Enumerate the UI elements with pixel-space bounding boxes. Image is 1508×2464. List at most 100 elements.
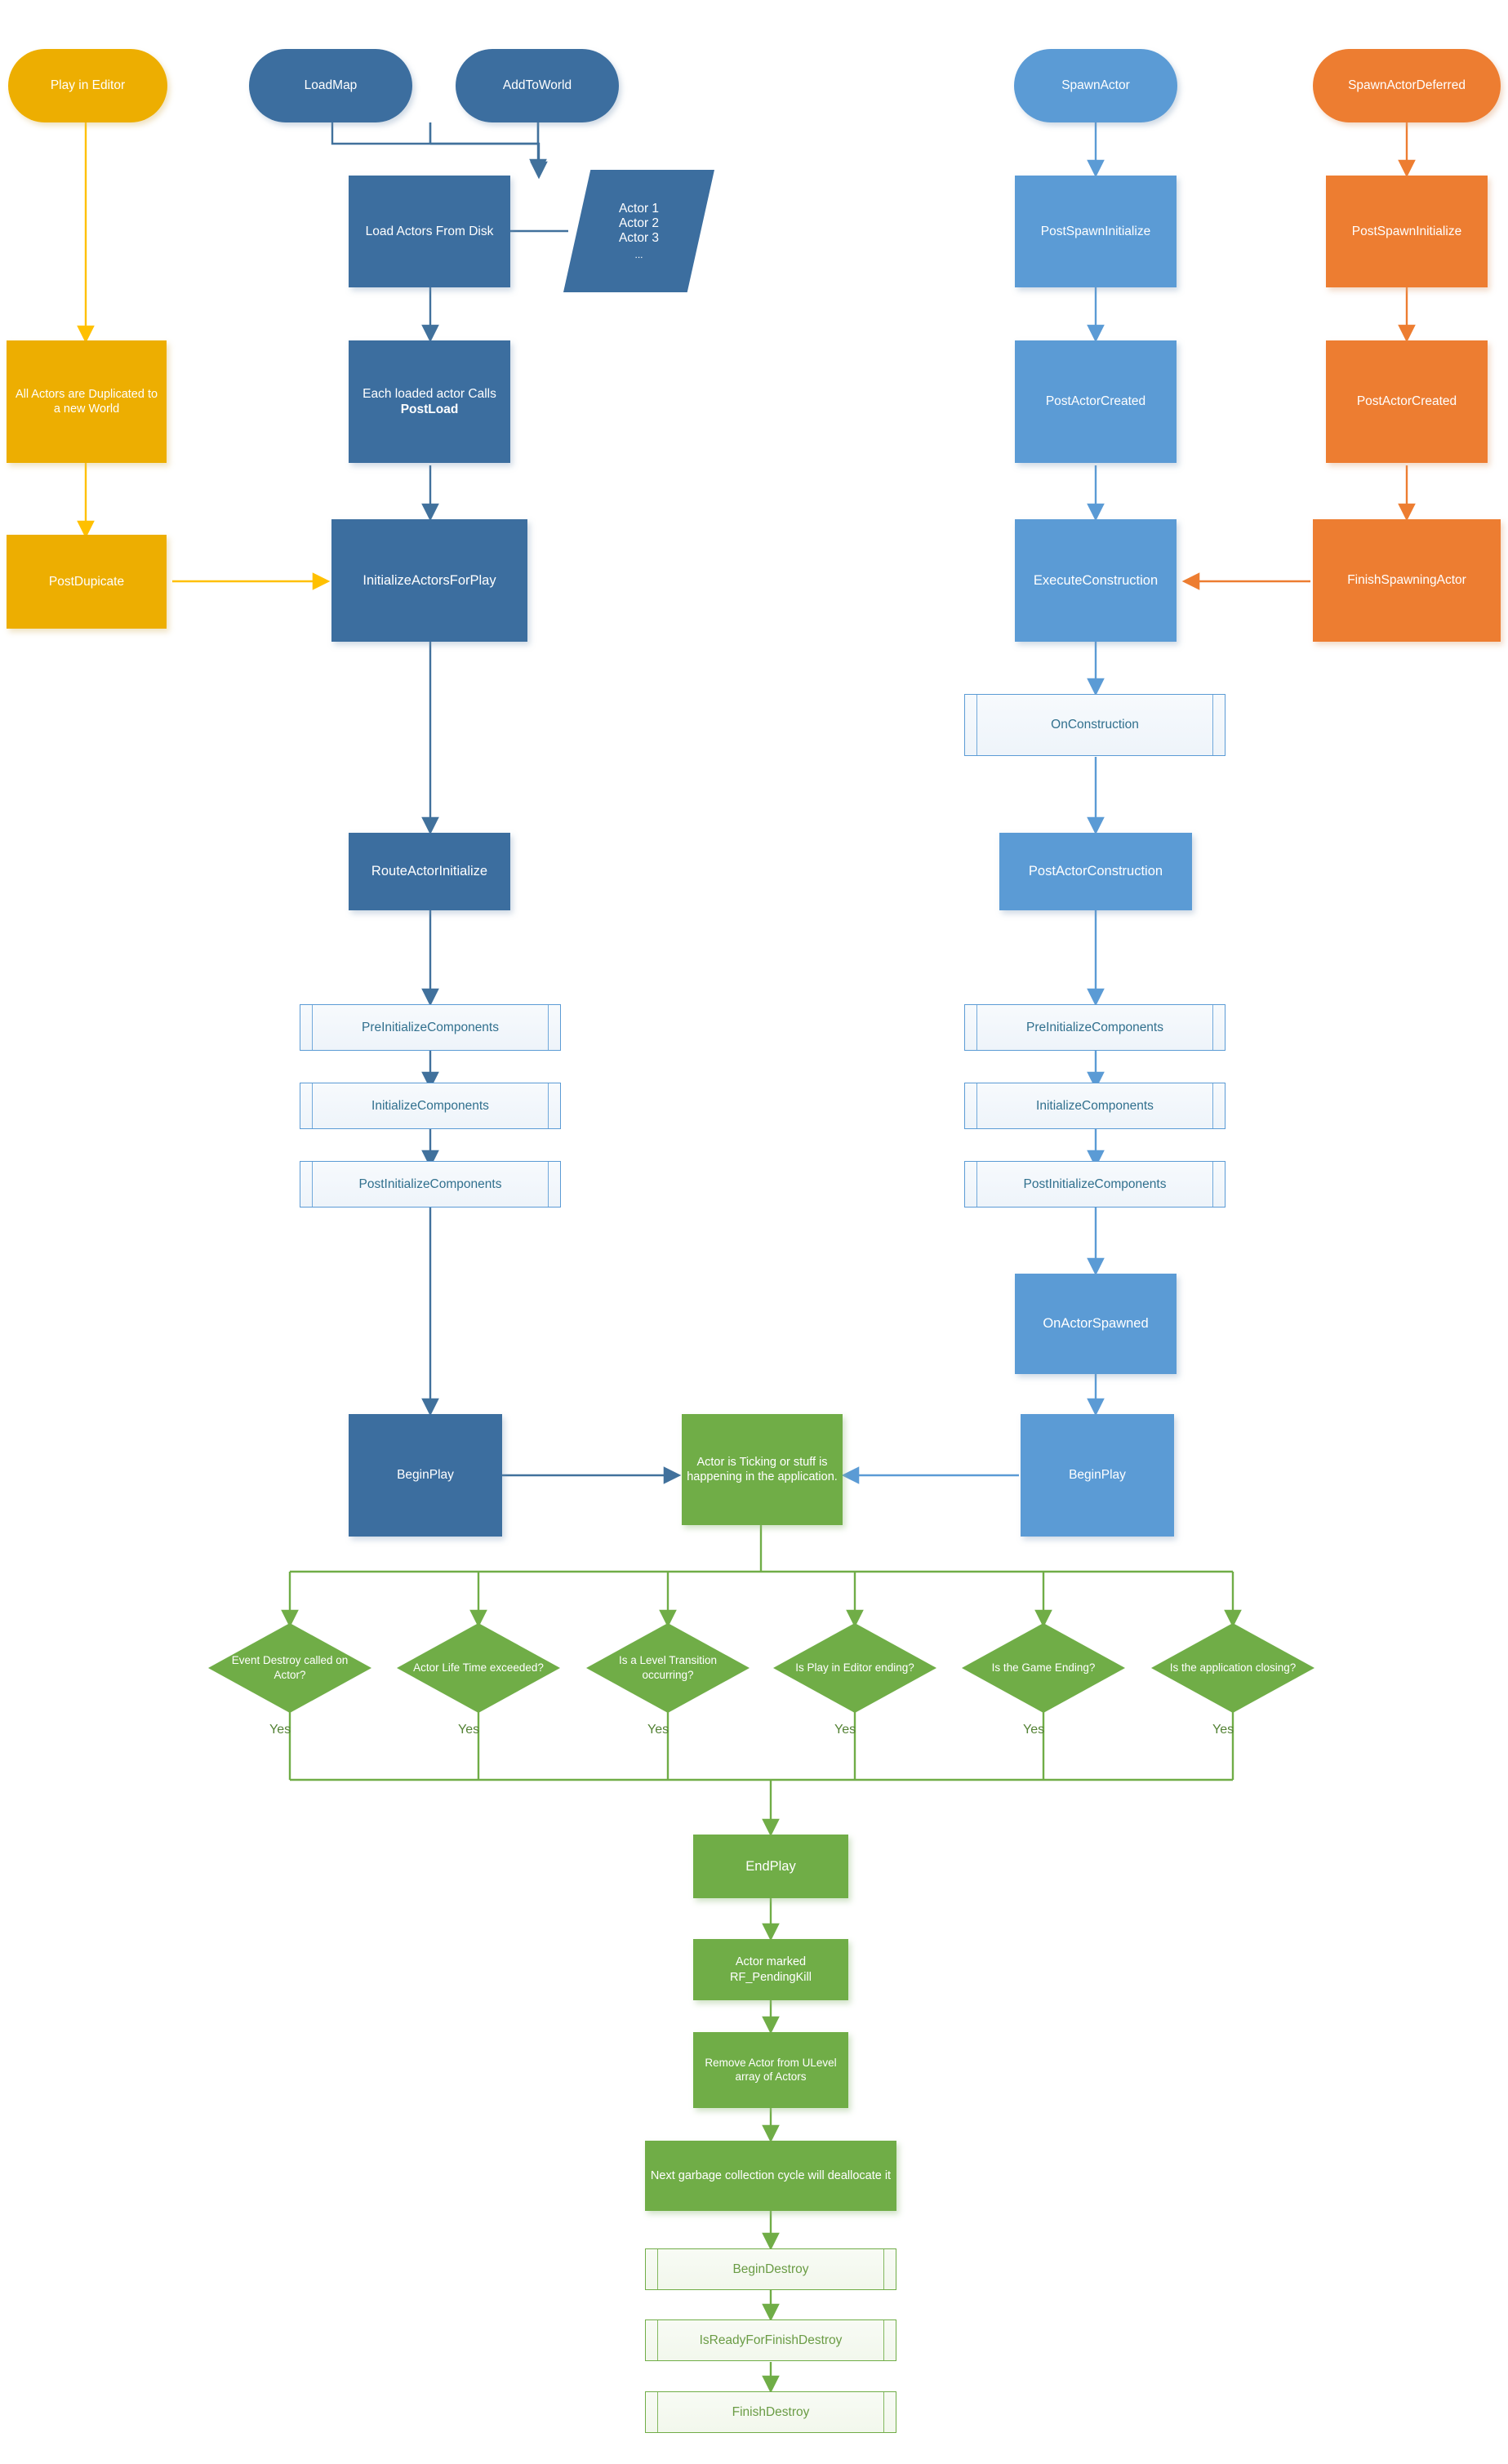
- process-end-play[interactable]: EndPlay: [693, 1835, 848, 1898]
- actor-list-item-ellipsis: ...: [634, 249, 643, 260]
- process-begin-play-right-label: BeginPlay: [1069, 1468, 1126, 1483]
- decision-level-transition-label: Is a Level Transition occurring?: [618, 1654, 718, 1681]
- process-post-actor-created-deferred[interactable]: PostActorCreated: [1326, 340, 1488, 463]
- subroutine-initialize-components-right[interactable]: InitializeComponents: [964, 1083, 1226, 1129]
- process-post-duplicate[interactable]: PostDupicate: [7, 535, 167, 629]
- process-begin-play-left[interactable]: BeginPlay: [349, 1414, 502, 1537]
- subroutine-on-construction-label: OnConstruction: [1051, 718, 1139, 732]
- terminator-spawn-actor-deferred[interactable]: SpawnActorDeferred: [1313, 49, 1501, 122]
- subroutine-initialize-components-right-label: InitializeComponents: [1036, 1098, 1154, 1113]
- subroutine-finish-destroy-label: FinishDestroy: [732, 2404, 810, 2419]
- decision-actor-life-time-label: Actor Life Time exceeded?: [413, 1661, 544, 1675]
- subroutine-post-initialize-components-right[interactable]: PostInitializeComponents: [964, 1161, 1226, 1208]
- process-post-spawn-initialize-spawnactor-label: PostSpawnInitialize: [1040, 224, 1151, 238]
- decision-play-in-editor-ending[interactable]: Is Play in Editor ending?: [773, 1623, 936, 1713]
- process-initialize-actors-for-play-label: InitializeActorsForPlay: [363, 572, 496, 588]
- decision-event-destroy-label: Event Destroy called on Actor?: [231, 1654, 349, 1681]
- subroutine-initialize-components-left-label: InitializeComponents: [371, 1098, 489, 1113]
- process-remove-actor-from-ulevel-label: Remove Actor from ULevel array of Actors: [705, 2056, 837, 2083]
- subroutine-pre-initialize-components-right[interactable]: PreInitializeComponents: [964, 1004, 1226, 1051]
- terminator-spawn-actor[interactable]: SpawnActor: [1014, 49, 1177, 122]
- process-next-garbage-collection[interactable]: Next garbage collection cycle will deall…: [645, 2141, 896, 2211]
- process-each-loaded-actor-postload[interactable]: Each loaded actor Calls PostLoad: [349, 340, 510, 463]
- process-begin-play-right[interactable]: BeginPlay: [1021, 1414, 1174, 1537]
- process-end-play-label: EndPlay: [745, 1858, 796, 1874]
- subroutine-is-ready-for-finish-destroy[interactable]: IsReadyForFinishDestroy: [645, 2319, 896, 2361]
- terminator-load-map-label: LoadMap: [304, 78, 358, 93]
- subroutine-begin-destroy-label: BeginDestroy: [732, 2262, 809, 2276]
- process-actor-ticking-label: Actor is Ticking or stuff is happening i…: [687, 1455, 838, 1483]
- process-on-actor-spawned-label: OnActorSpawned: [1043, 1316, 1149, 1332]
- subroutine-pre-initialize-components-right-label: PreInitializeComponents: [1025, 1020, 1163, 1034]
- subroutine-is-ready-for-finish-destroy-label: IsReadyForFinishDestroy: [699, 2333, 843, 2347]
- edge-label-yes-5: Yes: [1023, 1723, 1045, 1737]
- process-initialize-actors-for-play[interactable]: InitializeActorsForPlay: [331, 519, 527, 642]
- process-remove-actor-from-ulevel[interactable]: Remove Actor from ULevel array of Actors: [693, 2032, 848, 2108]
- process-all-actors-duplicated-label: All Actors are Duplicated to a new World: [15, 387, 158, 416]
- process-each-loaded-actor-postload-label: Each loaded actor Calls PostLoad: [349, 386, 510, 418]
- decision-game-ending-label: Is the Game Ending?: [991, 1661, 1096, 1675]
- decision-actor-life-time[interactable]: Actor Life Time exceeded?: [397, 1623, 560, 1713]
- decision-game-ending[interactable]: Is the Game Ending?: [962, 1623, 1125, 1713]
- terminator-add-to-world-label: AddToWorld: [502, 78, 572, 93]
- process-execute-construction-label: ExecuteConstruction: [1033, 572, 1159, 588]
- subroutine-pre-initialize-components-left[interactable]: PreInitializeComponents: [300, 1004, 561, 1051]
- process-actor-marked-pendingkill-label: Actor marked RF_PendingKill: [730, 1955, 812, 1984]
- terminator-load-map[interactable]: LoadMap: [249, 49, 412, 122]
- terminator-spawn-actor-label: SpawnActor: [1061, 78, 1130, 93]
- terminator-play-in-editor-label: Play in Editor: [50, 78, 126, 93]
- process-begin-play-left-label: BeginPlay: [397, 1468, 454, 1483]
- subroutine-pre-initialize-components-left-label: PreInitializeComponents: [361, 1020, 499, 1034]
- decision-event-destroy[interactable]: Event Destroy called on Actor?: [208, 1623, 371, 1713]
- actor-list-item-2: Actor 2: [618, 216, 660, 230]
- subroutine-initialize-components-left[interactable]: InitializeComponents: [300, 1083, 561, 1129]
- process-finish-spawning-actor[interactable]: FinishSpawningActor: [1313, 519, 1501, 642]
- subroutine-post-initialize-components-left-label: PostInitializeComponents: [358, 1176, 502, 1191]
- edge-label-yes-3: Yes: [647, 1723, 669, 1737]
- subroutine-finish-destroy[interactable]: FinishDestroy: [645, 2391, 896, 2433]
- edge-label-yes-1: Yes: [269, 1723, 291, 1737]
- decision-application-closing[interactable]: Is the application closing?: [1151, 1623, 1314, 1713]
- subroutine-on-construction[interactable]: OnConstruction: [964, 694, 1226, 756]
- terminator-play-in-editor[interactable]: Play in Editor: [8, 49, 167, 122]
- data-actor-list[interactable]: Actor 1 Actor 2 Actor 3 ...: [563, 170, 714, 292]
- process-route-actor-initialize[interactable]: RouteActorInitialize: [349, 833, 510, 910]
- subroutine-post-initialize-components-right-label: PostInitializeComponents: [1023, 1176, 1167, 1191]
- process-finish-spawning-actor-label: FinishSpawningActor: [1347, 573, 1466, 588]
- process-next-garbage-collection-label: Next garbage collection cycle will deall…: [650, 2168, 892, 2182]
- process-post-spawn-initialize-deferred-label: PostSpawnInitialize: [1351, 224, 1462, 238]
- terminator-spawn-actor-deferred-label: SpawnActorDeferred: [1348, 78, 1466, 93]
- edge-label-yes-2: Yes: [458, 1723, 480, 1737]
- decision-level-transition[interactable]: Is a Level Transition occurring?: [586, 1623, 750, 1713]
- subroutine-begin-destroy[interactable]: BeginDestroy: [645, 2248, 896, 2290]
- edge-label-yes-6: Yes: [1212, 1723, 1234, 1737]
- process-load-actors-from-disk-label: Load Actors From Disk: [365, 224, 494, 238]
- process-post-actor-created-deferred-label: PostActorCreated: [1356, 394, 1457, 409]
- process-post-spawn-initialize-deferred[interactable]: PostSpawnInitialize: [1326, 176, 1488, 287]
- actor-list-item-1: Actor 1: [618, 202, 660, 216]
- process-execute-construction[interactable]: ExecuteConstruction: [1015, 519, 1177, 642]
- parallelogram-shape: [563, 170, 714, 292]
- process-load-actors-from-disk[interactable]: Load Actors From Disk: [349, 176, 510, 287]
- postload-bold: PostLoad: [400, 403, 459, 416]
- process-post-duplicate-label: PostDupicate: [48, 574, 125, 589]
- actor-list-item-3: Actor 3: [618, 231, 660, 245]
- postload-prefix: Each loaded actor Calls: [363, 386, 496, 401]
- process-post-actor-construction-label: PostActorConstruction: [1028, 864, 1163, 879]
- terminator-add-to-world[interactable]: AddToWorld: [456, 49, 619, 122]
- process-actor-marked-pendingkill[interactable]: Actor marked RF_PendingKill: [693, 1939, 848, 2000]
- edge-label-yes-4: Yes: [834, 1723, 856, 1737]
- process-all-actors-duplicated[interactable]: All Actors are Duplicated to a new World: [7, 340, 167, 463]
- process-on-actor-spawned[interactable]: OnActorSpawned: [1015, 1274, 1177, 1374]
- process-route-actor-initialize-label: RouteActorInitialize: [371, 864, 488, 879]
- process-post-actor-created-spawnactor[interactable]: PostActorCreated: [1015, 340, 1177, 463]
- decision-application-closing-label: Is the application closing?: [1169, 1661, 1297, 1675]
- process-post-actor-construction[interactable]: PostActorConstruction: [999, 833, 1192, 910]
- subroutine-post-initialize-components-left[interactable]: PostInitializeComponents: [300, 1161, 561, 1208]
- process-actor-ticking[interactable]: Actor is Ticking or stuff is happening i…: [682, 1414, 843, 1525]
- process-post-spawn-initialize-spawnactor[interactable]: PostSpawnInitialize: [1015, 176, 1177, 287]
- decision-play-in-editor-ending-label: Is Play in Editor ending?: [795, 1661, 914, 1675]
- process-post-actor-created-spawnactor-label: PostActorCreated: [1045, 394, 1146, 409]
